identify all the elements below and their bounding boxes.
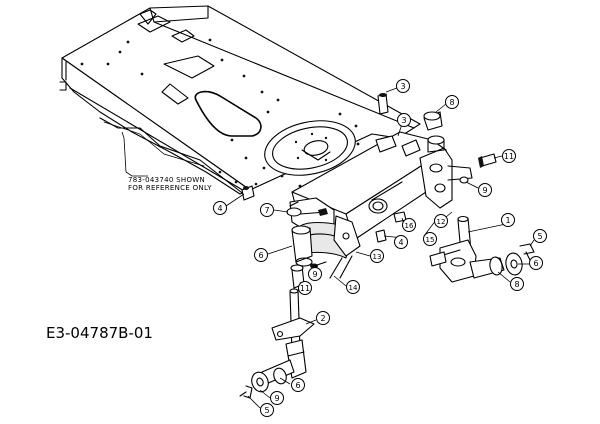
svg-text:11: 11 [300, 284, 310, 293]
reference-note-line-2: FOR REFERENCE ONLY [128, 184, 212, 192]
svg-text:13: 13 [373, 253, 382, 261]
svg-text:16: 16 [405, 222, 414, 230]
callout-3-bolt: 3 [396, 79, 410, 93]
svg-text:6: 6 [295, 381, 300, 390]
callout-7-bushing: 8 [445, 95, 459, 109]
callout-6-pivot: 6 [254, 248, 268, 262]
svg-text:5: 5 [264, 406, 269, 415]
hardware [241, 93, 497, 269]
callout-4-axle-bolt: 4 [394, 235, 408, 249]
reference-note-line-1: 783-043740 SHOWN [128, 176, 205, 184]
svg-text:6: 6 [533, 259, 538, 268]
svg-text:6: 6 [258, 251, 263, 260]
callouts: 3 8 3 11 9 4 7 6 4 16 15 12 13 14 11 9 1… [213, 79, 547, 417]
svg-text:3: 3 [401, 116, 406, 125]
svg-text:3: 3 [400, 82, 405, 91]
svg-text:14: 14 [349, 284, 358, 292]
right-spindle [429, 215, 535, 283]
callout-5-right-pin: 5 [533, 229, 547, 243]
svg-text:9: 9 [482, 186, 487, 195]
callout-3-clip: 3 [397, 113, 411, 127]
svg-text:4: 4 [217, 204, 222, 213]
steering-pivot-block [286, 201, 313, 289]
svg-text:4: 4 [398, 238, 403, 247]
svg-text:9: 9 [312, 270, 317, 279]
svg-text:9: 9 [274, 394, 279, 403]
svg-text:8: 8 [514, 280, 519, 289]
callout-16-nut: 16 [402, 218, 416, 232]
callout-9-bolt: 9 [308, 267, 322, 281]
left-spindle [239, 288, 315, 399]
callout-2-spindle: 2 [316, 311, 330, 325]
reference-note: 783-043740 SHOWN FOR REFERENCE ONLY [121, 131, 212, 192]
callout-13: 13 [370, 249, 384, 263]
callout-8-right-washer: 8 [510, 277, 524, 291]
callout-5-left-pin: 5 [260, 403, 274, 417]
svg-text:12: 12 [437, 218, 446, 226]
svg-text:1: 1 [505, 216, 510, 225]
callout-11-bolt: 11 [502, 149, 516, 163]
chassis-frame [59, 5, 421, 197]
svg-text:2: 2 [320, 314, 325, 323]
callout-12: 12 [434, 214, 448, 228]
callout-11-bushing: 11 [298, 281, 312, 295]
callout-14: 14 [346, 280, 360, 294]
diagram-code-label: E3-04787B-01 [46, 324, 153, 342]
callout-9-washer: 9 [478, 183, 492, 197]
callout-6-left-washer: 6 [291, 378, 305, 392]
callout-7-washer: 7 [260, 203, 274, 217]
front-axle-beam [289, 131, 473, 279]
svg-text:5: 5 [537, 232, 542, 241]
svg-text:8: 8 [449, 98, 454, 107]
callout-15: 15 [423, 232, 437, 246]
svg-text:15: 15 [426, 236, 435, 244]
svg-text:11: 11 [504, 152, 514, 161]
callout-leaders [225, 87, 535, 409]
callout-6-right-washer: 6 [529, 256, 543, 270]
callout-4-frame-bolt: 4 [213, 201, 227, 215]
svg-text:7: 7 [264, 206, 269, 215]
callout-1-spindle: 1 [501, 213, 515, 227]
callout-8-left-washer: 9 [270, 391, 284, 405]
